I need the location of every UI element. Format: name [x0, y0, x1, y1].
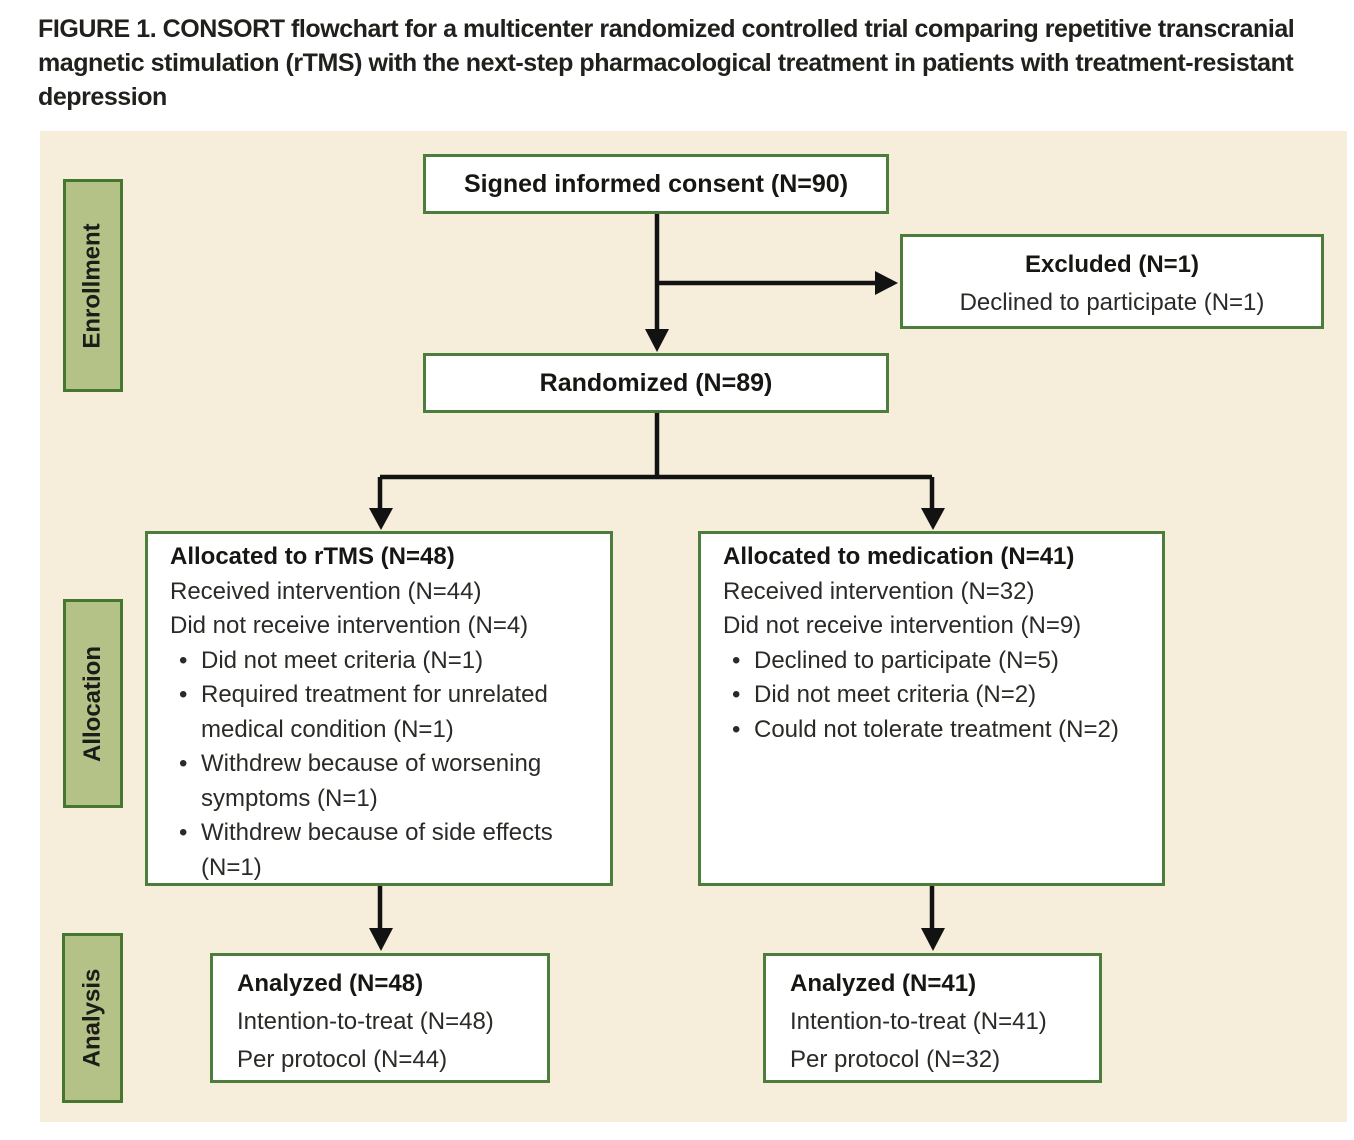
- box-randomized: Randomized (N=89): [423, 353, 889, 413]
- stage-label-analysis-text: Analysis: [78, 968, 106, 1068]
- stage-label-enrollment-text: Enrollment: [79, 222, 106, 349]
- stage-label-analysis: Analysis: [62, 933, 123, 1103]
- box-signed-informed-consent: Signed informed consent (N=90): [423, 154, 889, 214]
- analyzed-rtms-line: Intention-to-treat (N=48): [237, 1008, 494, 1035]
- stage-label-enrollment: Enrollment: [63, 179, 123, 392]
- stage-label-allocation: Allocation: [63, 599, 123, 808]
- analyzed-med-line: Per protocol (N=32): [790, 1046, 1001, 1073]
- alloc-med-line: Received intervention (N=32): [723, 577, 1035, 605]
- randomized-title: Randomized (N=89): [539, 368, 773, 397]
- bullet-item: Withdrew because of side effects (N=1): [170, 816, 596, 885]
- analyzed-rtms-line: Per protocol (N=44): [237, 1046, 448, 1073]
- alloc-med-title: Allocated to medication (N=41): [723, 543, 1075, 570]
- alloc-med-bullet-list: Declined to participate (N=5)Did not mee…: [723, 644, 1148, 748]
- analyzed-med-title: Analyzed (N=41): [790, 970, 977, 997]
- box-allocated-rtms: Allocated to rTMS (N=48) Received interv…: [145, 531, 613, 886]
- analyzed-rtms-title: Analyzed (N=48): [237, 970, 424, 997]
- bullet-item: Did not meet criteria (N=1): [170, 644, 596, 679]
- bullet-item: Declined to participate (N=5): [723, 644, 1148, 679]
- consent-title: Signed informed consent (N=90): [463, 169, 849, 198]
- alloc-rtms-line: Did not receive intervention (N=4): [170, 612, 529, 639]
- bullet-item: Could not tolerate treatment (N=2): [723, 713, 1148, 748]
- bullet-item: Did not meet criteria (N=2): [723, 678, 1148, 713]
- analyzed-med-line: Intention-to-treat (N=41): [790, 1008, 1047, 1035]
- box-allocated-medication: Allocated to medication (N=41) Received …: [698, 531, 1165, 886]
- excluded-reason: Declined to participate (N=1): [959, 289, 1265, 316]
- box-analyzed-rtms: Analyzed (N=48) Intention-to-treat (N=48…: [210, 953, 550, 1083]
- excluded-title: Excluded (N=1): [1024, 251, 1200, 278]
- box-excluded: Excluded (N=1) Declined to participate (…: [900, 234, 1324, 329]
- alloc-rtms-title: Allocated to rTMS (N=48): [170, 543, 455, 570]
- bullet-item: Withdrew because of worsening symptoms (…: [170, 747, 596, 816]
- alloc-rtms-line: Received intervention (N=44): [170, 577, 482, 605]
- alloc-med-line: Did not receive intervention (N=9): [723, 612, 1082, 639]
- bullet-item: Required treatment for unrelated medical…: [170, 678, 596, 747]
- figure-title: FIGURE 1. CONSORT flowchart for a multic…: [38, 15, 1295, 111]
- alloc-rtms-bullet-list: Did not meet criteria (N=1)Required trea…: [170, 644, 596, 886]
- box-analyzed-medication: Analyzed (N=41) Intention-to-treat (N=41…: [763, 953, 1102, 1083]
- stage-label-allocation-text: Allocation: [79, 645, 107, 762]
